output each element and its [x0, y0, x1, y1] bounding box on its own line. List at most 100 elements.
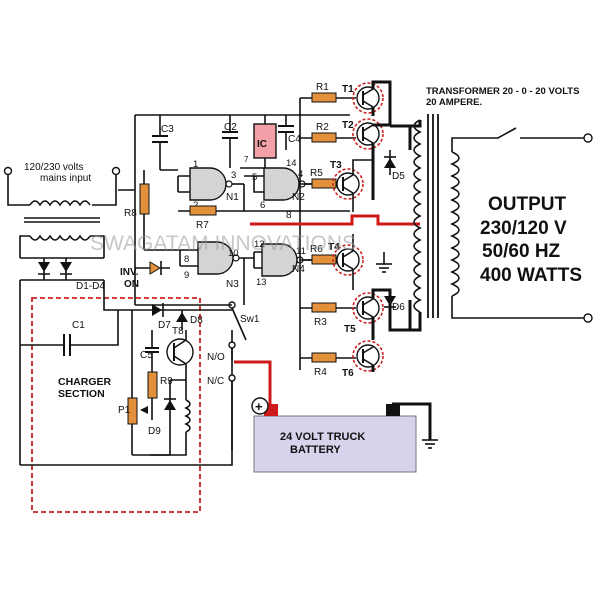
- zener-d9: [164, 379, 186, 455]
- ic1-label: IC: [257, 139, 267, 150]
- n4-label: N4: [292, 264, 305, 275]
- pin-7: 7: [244, 155, 249, 164]
- d9-label: D9: [148, 426, 161, 437]
- pin-1: 1: [193, 159, 198, 170]
- capacitor-c5: [145, 330, 159, 360]
- no-label: N/O: [207, 352, 225, 363]
- charger-positive-rail: [103, 280, 232, 311]
- d6-label: D6: [392, 302, 405, 313]
- nand-gate-n4: [253, 243, 312, 277]
- c2-label: C2: [224, 122, 237, 133]
- inv-on-label-2: ON: [124, 279, 139, 290]
- upper-drain-bus: [371, 80, 412, 150]
- pin-9: 9: [184, 270, 189, 281]
- ic1-chip: [240, 115, 277, 169]
- n1-label: N1: [226, 192, 239, 203]
- pin-14: 14: [286, 158, 297, 169]
- r1-label: R1: [316, 82, 329, 93]
- diode-d6: [384, 290, 396, 312]
- output-label-3: 50/60 HZ: [482, 241, 561, 262]
- r6-label: R6: [310, 244, 323, 255]
- r3-label: R3: [314, 317, 327, 328]
- charger-section-box: [31, 297, 201, 513]
- capacitor-c2: [222, 115, 238, 168]
- charger-transformer-symbol: [19, 200, 105, 258]
- battery-label-2: BATTERY: [290, 444, 341, 456]
- center-tap-red-wire: [250, 214, 420, 226]
- truck-battery: [253, 415, 417, 473]
- capacitor-c3: [152, 115, 168, 170]
- resistor-r8: [139, 170, 150, 250]
- n2-label: N2: [292, 192, 305, 203]
- transistor-t8: [166, 330, 194, 380]
- nc-label: N/C: [207, 376, 224, 387]
- n3-label: N3: [226, 279, 239, 290]
- r4-label: R4: [314, 367, 327, 378]
- preset-p1: [127, 310, 148, 455]
- pin-12: 12: [254, 239, 265, 250]
- net-8-label: 8: [286, 210, 292, 221]
- inv-on-label-1: INV.: [120, 267, 139, 278]
- relay-coil: [132, 380, 191, 456]
- transformer-label-2: 20 AMPERE.: [426, 97, 482, 108]
- t4-label: T4: [328, 242, 340, 253]
- output-label-1: OUTPUT: [488, 194, 567, 215]
- transformer-label-1: TRANSFORMER 20 - 0 - 20 VOLTS: [426, 86, 579, 97]
- t3-label: T3: [330, 160, 342, 171]
- t8-label: T8: [172, 326, 184, 337]
- d7-label: D7: [158, 320, 171, 331]
- output-switch[interactable]: [451, 127, 593, 152]
- r7-label: R7: [196, 220, 209, 231]
- resistor-r3: [300, 302, 356, 313]
- p1-label: P1: [118, 405, 131, 416]
- zener-d8: [176, 310, 188, 330]
- pin-6: 6: [260, 200, 265, 211]
- output-terminal-bottom: [451, 296, 593, 323]
- resistor-r9: [147, 360, 158, 420]
- transistor-t5: [352, 292, 384, 324]
- watermark: SWAGATAM INNOVATIONS: [90, 232, 356, 255]
- battery-positive-wire: [234, 360, 272, 416]
- charger-label-1: CHARGER: [58, 376, 112, 388]
- resistor-r2: [300, 132, 356, 143]
- d8-label: D8: [190, 315, 203, 326]
- r2-label: R2: [316, 122, 329, 133]
- ground-symbol-battery: [392, 402, 438, 449]
- nand-gate-n1: [160, 167, 244, 201]
- pin-11: 11: [296, 246, 306, 257]
- pin-8: 8: [184, 254, 189, 265]
- c1-label: C1: [72, 320, 85, 331]
- resistor-r4: [300, 352, 356, 363]
- output-label-2: 230/120 V: [480, 218, 567, 239]
- t2-label: T2: [342, 120, 354, 131]
- nand-gate-n2: [244, 167, 312, 201]
- transistor-t2: [352, 118, 384, 150]
- pin-10: 10: [228, 248, 239, 259]
- diode-d5: [384, 150, 396, 175]
- battery-plus-marker: [251, 397, 269, 415]
- charger-label-2: SECTION: [58, 388, 105, 400]
- r9-label: R9: [160, 376, 173, 387]
- relay-switch-sw1[interactable]: [228, 301, 247, 450]
- transistor-t1: [352, 82, 384, 114]
- inv-on-indicator-led: [135, 261, 170, 275]
- c5-label: C5: [140, 350, 153, 361]
- capacitor-c1: [20, 310, 119, 356]
- mains-input-label-1: 120/230 volts: [24, 162, 84, 173]
- battery-negative-terminal: [386, 404, 400, 416]
- ground-symbol-center: [376, 252, 392, 273]
- t5-label: T5: [344, 324, 356, 335]
- c3-label: C3: [161, 124, 174, 135]
- t6-label: T6: [342, 368, 354, 379]
- mains-input-label-2: mains input: [40, 173, 91, 184]
- transistor-t4: [332, 244, 364, 276]
- pin-13: 13: [256, 277, 267, 288]
- transistor-t3: [332, 168, 364, 200]
- r8-label: R8: [124, 208, 137, 219]
- mains-input-terminals: [3, 166, 121, 206]
- d1-d4-label: D1-D4: [76, 281, 105, 292]
- bridge-rectifier-d1-d4: [19, 257, 104, 465]
- transistor-t6: [352, 340, 384, 372]
- capacitor-c4: [278, 115, 294, 150]
